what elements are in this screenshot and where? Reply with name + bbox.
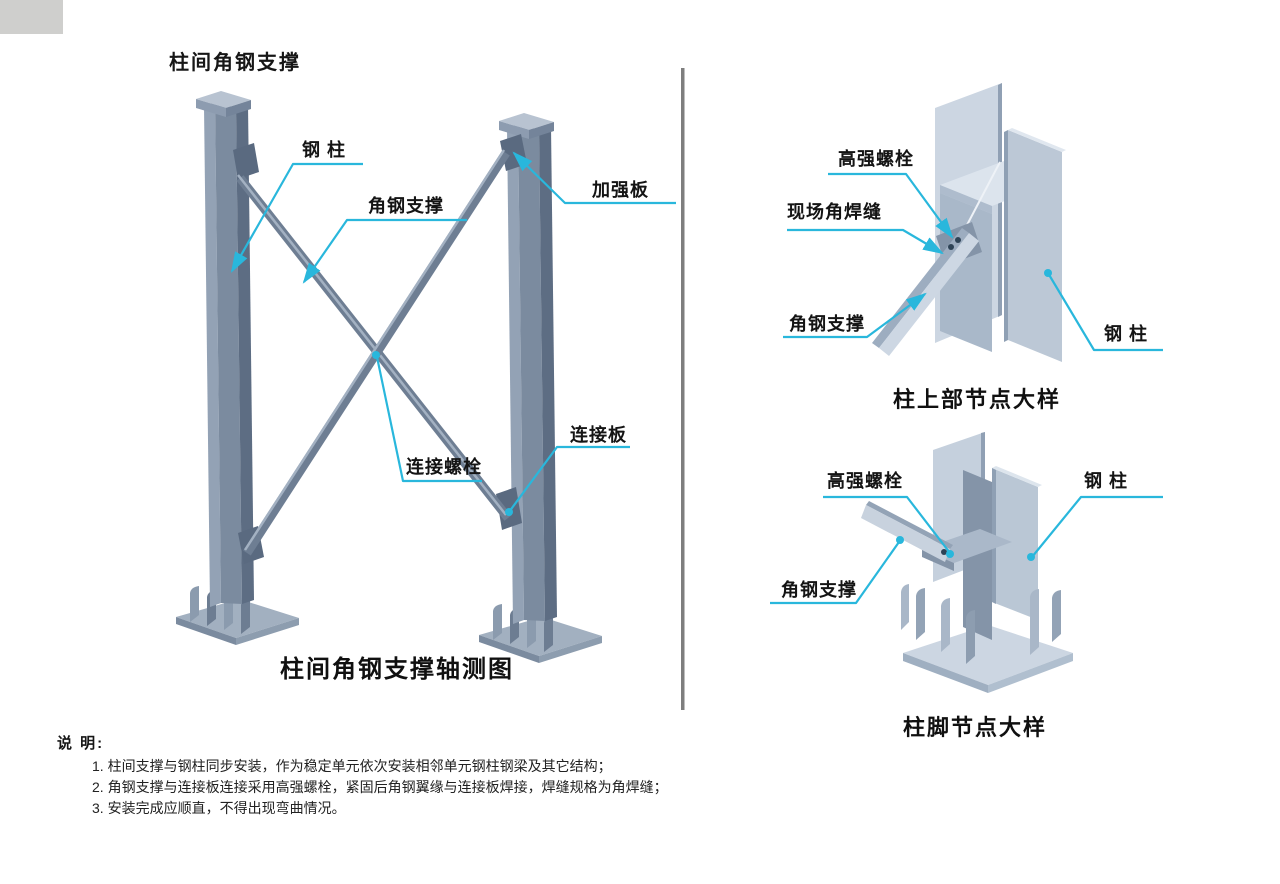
label-angle-brace-left: 角钢支撑: [368, 196, 444, 216]
label-steel-column-left: 钢 柱: [302, 140, 347, 160]
label-steel-column-top-right: 钢 柱: [1104, 324, 1149, 344]
label-site-fillet-weld: 现场角焊缝: [787, 202, 882, 222]
leader-reinforcing-plate: [512, 151, 676, 205]
connection-bolt-dot: [372, 351, 380, 359]
steel-column-bottom-right-dot: [1027, 553, 1035, 561]
page-title: 柱间角钢支撑: [169, 52, 301, 74]
leader-high-strength-bolt-top: [828, 172, 954, 239]
label-connection-bolt: 连接螺栓: [406, 457, 482, 477]
leader-lines: [230, 151, 1163, 605]
label-angle-brace-bottom-right: 角钢支撑: [781, 580, 857, 600]
label-high-strength-bolt-bottom: 高强螺栓: [827, 471, 903, 491]
corner-gray-block: [0, 0, 63, 34]
caption-upper-node: 柱上部节点大样: [893, 387, 1062, 412]
note-item-3: 3. 安装完成应顺直，不得出现弯曲情况。: [92, 800, 346, 816]
leader-steel-column-left: [230, 162, 363, 273]
divider-line: [681, 68, 685, 710]
leader-steel-column-top-right: [1047, 272, 1163, 352]
caption-axonometric: 柱间角钢支撑轴测图: [280, 656, 514, 683]
label-connection-plate: 连接板: [570, 425, 627, 445]
angle-brace-bottom-right-dot: [896, 536, 904, 544]
leader-high-strength-bolt-bottom: [823, 495, 951, 554]
leader-site-fillet-weld: [787, 228, 944, 255]
steel-column-top-right-dot: [1044, 269, 1052, 277]
notes-heading: 说 明:: [57, 735, 105, 752]
note-item-2: 2. 角钢支撑与连接板连接采用高强螺栓，紧固后角钢翼缘与连接板焊接，焊缝规格为角…: [92, 779, 668, 795]
axon-model: [176, 91, 602, 663]
base-node-model: [861, 432, 1073, 693]
leader-angle-brace-bottom-right: [770, 541, 900, 605]
label-angle-brace-top-right: 角钢支撑: [789, 314, 865, 334]
connection-plate-dot: [505, 508, 513, 516]
caption-base-node: 柱脚节点大样: [903, 715, 1048, 740]
label-steel-column-bottom-right: 钢 柱: [1084, 471, 1129, 491]
label-high-strength-bolt-top: 高强螺栓: [838, 149, 914, 169]
leader-angle-brace-left: [302, 218, 467, 284]
leader-connection-plate: [508, 445, 630, 513]
leader-angle-brace-top-right: [783, 292, 927, 339]
high-strength-bolt-bottom-dot: [946, 550, 954, 558]
note-item-1: 1. 柱间支撑与钢柱同步安装，作为稳定单元依次安装相邻单元钢柱钢梁及其它结构；: [92, 758, 612, 774]
leader-steel-column-bottom-right: [1031, 495, 1163, 558]
label-reinforcing-plate: 加强板: [592, 180, 649, 200]
leader-connection-bolt: [375, 356, 482, 483]
upper-node-model: [872, 83, 1066, 362]
